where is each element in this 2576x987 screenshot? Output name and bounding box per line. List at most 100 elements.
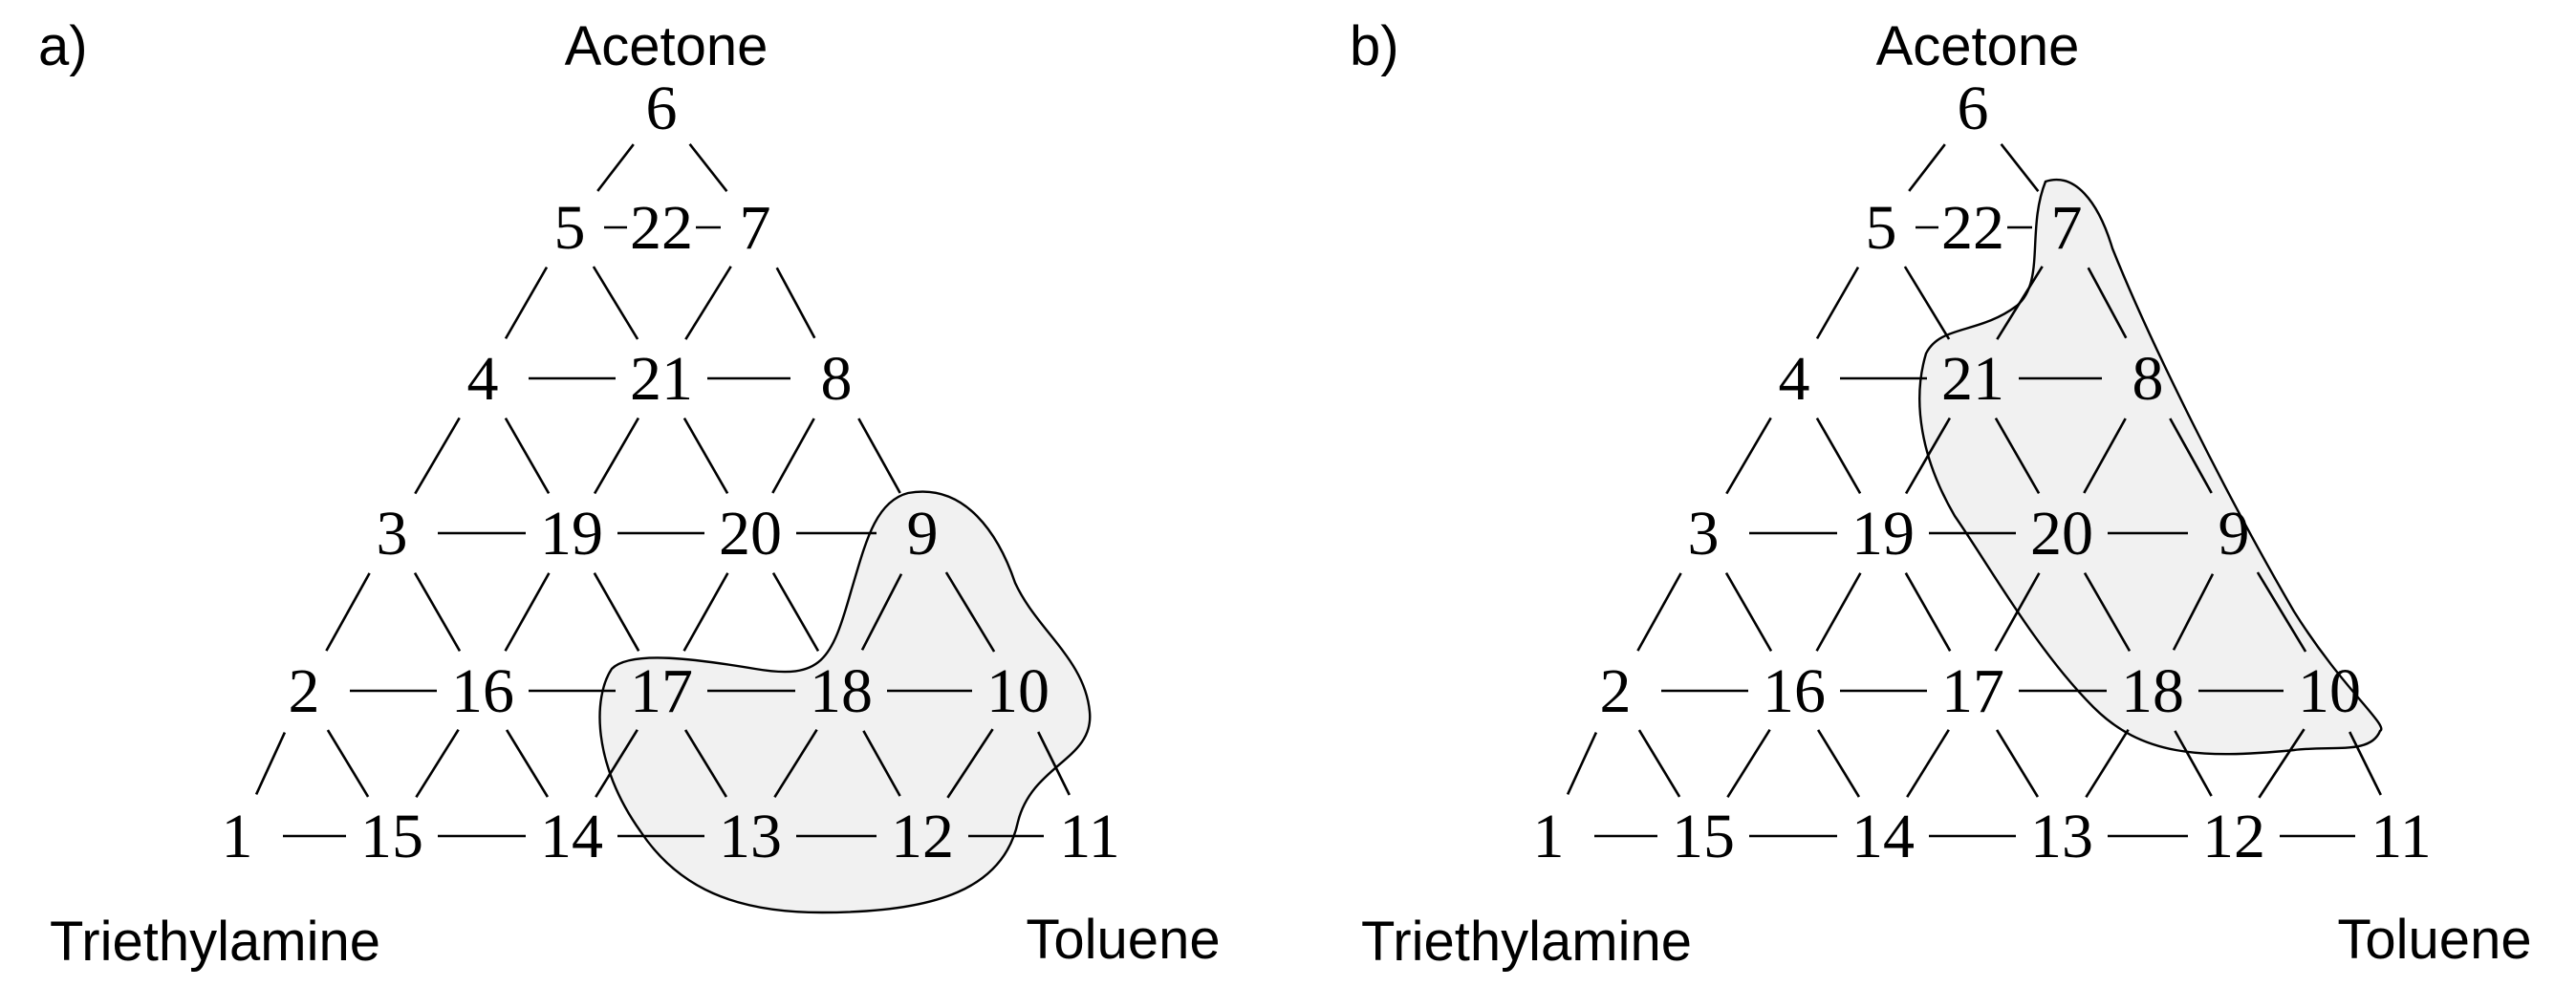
grid-edge (775, 267, 816, 339)
grid-node-6: 6 (1958, 74, 1989, 143)
grid-node-20: 20 (2030, 499, 2093, 569)
grid-edge (1908, 143, 1946, 192)
grid-node-18: 18 (2121, 656, 2184, 726)
grid-edge (1996, 266, 2044, 340)
grid-node-1: 1 (222, 802, 253, 871)
grid-edge (593, 572, 640, 652)
grid-edge (2172, 573, 2215, 651)
grid-edge (683, 729, 728, 798)
grid-edge (1815, 417, 1862, 495)
grid-node-17: 17 (1941, 656, 2004, 726)
corner-label-left-a: Triethylamine (50, 911, 380, 973)
grid-node-10: 10 (986, 656, 1050, 726)
grid-node-12: 12 (891, 802, 954, 871)
grid-edge (682, 417, 729, 495)
grid-edge (1903, 266, 1951, 340)
corner-label-left-b: Triethylamine (1361, 911, 1692, 973)
grid-edge (2349, 731, 2382, 796)
grid-edge (1995, 729, 2040, 798)
grid-edge (2258, 728, 2305, 799)
grid-edge (773, 729, 818, 798)
grid-node-5: 5 (1866, 193, 1897, 263)
grid-node-17: 17 (630, 656, 693, 726)
grid-edge (1815, 266, 1860, 340)
corner-label-top-a: Acetone (565, 15, 768, 77)
grid-edge (2083, 418, 2127, 494)
grid-edge (326, 729, 370, 798)
grid-node-3: 3 (377, 499, 408, 569)
panel-label-b: b) (1350, 15, 1399, 77)
grid-edge (2000, 142, 2040, 193)
grid-node-21: 21 (630, 344, 693, 414)
grid-edge (415, 729, 460, 798)
grid-edge (413, 571, 462, 653)
grid-edge (1724, 571, 1773, 653)
grid-node-13: 13 (719, 802, 782, 871)
grid-edge (504, 572, 551, 652)
grid-edge (593, 417, 640, 495)
grid-node-15: 15 (1672, 802, 1735, 871)
grid-node-1: 1 (1533, 802, 1565, 871)
highlight-region-b (1918, 179, 2383, 756)
grid-edge (2169, 418, 2213, 494)
grid-edge (862, 730, 901, 797)
grid-edge (1906, 729, 1950, 798)
grid-edge (682, 572, 729, 652)
grid-node-4: 4 (1779, 344, 1810, 414)
grid-node-12: 12 (2202, 802, 2265, 871)
grid-node-6: 6 (646, 74, 678, 143)
grid-node-14: 14 (1851, 802, 1915, 871)
grid-node-10: 10 (2298, 656, 2361, 726)
grid-node-7: 7 (740, 193, 771, 263)
grid-edge (1037, 731, 1071, 796)
grid-node-2: 2 (289, 656, 320, 726)
grid-edge (2083, 571, 2132, 653)
grid-node-14: 14 (540, 802, 603, 871)
grid-edge (688, 142, 728, 193)
grid-edge (684, 266, 732, 340)
grid-edge (946, 728, 994, 799)
grid-node-8: 8 (2132, 344, 2164, 414)
grid-node-16: 16 (451, 656, 514, 726)
grid-node-22: 22 (1941, 193, 2004, 263)
corner-label-right-a: Toluene (1026, 909, 1220, 971)
grid-edge (1637, 729, 1681, 798)
grid-node-4: 4 (467, 344, 499, 414)
grid-edge (1726, 729, 1771, 798)
panel-label-a: a) (38, 15, 88, 77)
grid-node-3: 3 (1688, 499, 1720, 569)
grid-node-11: 11 (2370, 802, 2432, 871)
grid-edges-b (1566, 142, 2382, 838)
grid-edge (1904, 417, 1952, 495)
grid-edge (1994, 572, 2041, 652)
grid-edges-a (254, 142, 1071, 838)
grid-edge (254, 732, 287, 795)
grid-node-20: 20 (719, 499, 782, 569)
grid-node-15: 15 (360, 802, 423, 871)
grid-edge (1904, 572, 1952, 652)
grid-node-18: 18 (810, 656, 873, 726)
grid-edge (505, 729, 550, 798)
grid-edge (1566, 732, 1598, 795)
grid-node-8: 8 (821, 344, 853, 414)
grid-node-7: 7 (2051, 193, 2083, 263)
grid-node-2: 2 (1600, 656, 1632, 726)
grid-edge (504, 417, 551, 495)
grid-edge (1815, 572, 1862, 652)
grid-edge (1636, 572, 1682, 652)
grid-edge (771, 418, 815, 494)
grid-edge (2085, 729, 2130, 798)
grid-node-16: 16 (1763, 656, 1826, 726)
grid-edge (325, 572, 371, 652)
grid-edge (860, 573, 903, 651)
grid-node-21: 21 (1941, 344, 2004, 414)
corner-label-right-b: Toluene (2337, 909, 2531, 971)
grid-node-22: 22 (630, 193, 693, 263)
grid-node-19: 19 (540, 499, 603, 569)
grid-node-9: 9 (907, 499, 939, 569)
grid-node-19: 19 (1851, 499, 1915, 569)
grid-edge (2174, 730, 2213, 797)
grid-edge (595, 729, 639, 798)
grid-edge (944, 571, 996, 653)
